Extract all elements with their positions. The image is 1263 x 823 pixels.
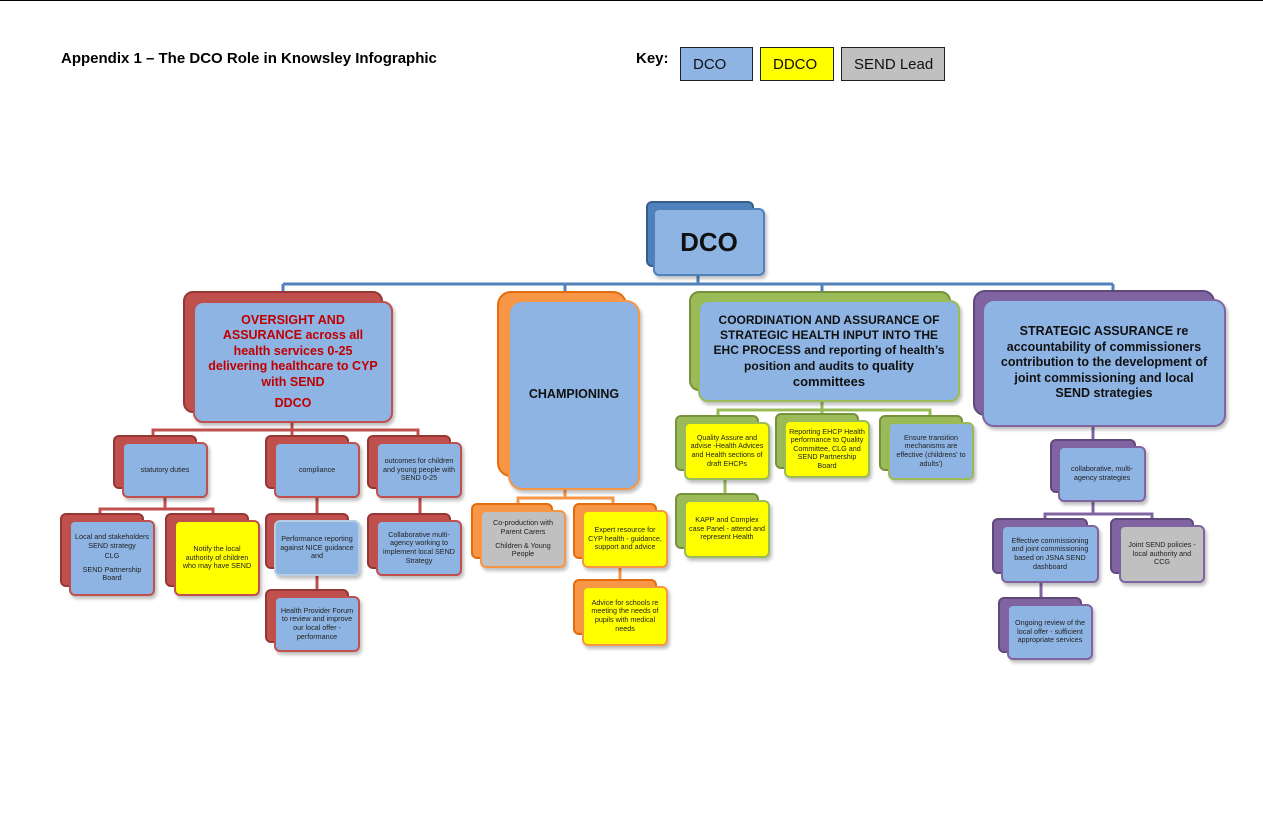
oversight-title: OVERSIGHT AND ASSURANCE across all healt… <box>208 312 378 389</box>
root-label: DCO <box>680 226 738 257</box>
strategic-title: STRATEGIC ASSURANCE re accountability of… <box>1000 324 1208 401</box>
key-ddco: DDCO <box>760 47 834 81</box>
championing-title: CHAMPIONING <box>528 387 620 402</box>
key-label: Key: <box>636 50 669 67</box>
page-title: Appendix 1 – The DCO Role in Knowsley In… <box>61 50 437 67</box>
coordination-title-bold: quality committees <box>792 357 914 389</box>
key-send-lead: SEND Lead <box>841 47 945 81</box>
key-dco: DCO <box>680 47 753 81</box>
coordination-title: COORDINATION AND ASSURANCE OF STRATEGIC … <box>713 312 945 373</box>
oversight-sub: DDCO <box>274 396 312 410</box>
top-rule <box>0 0 1263 1</box>
